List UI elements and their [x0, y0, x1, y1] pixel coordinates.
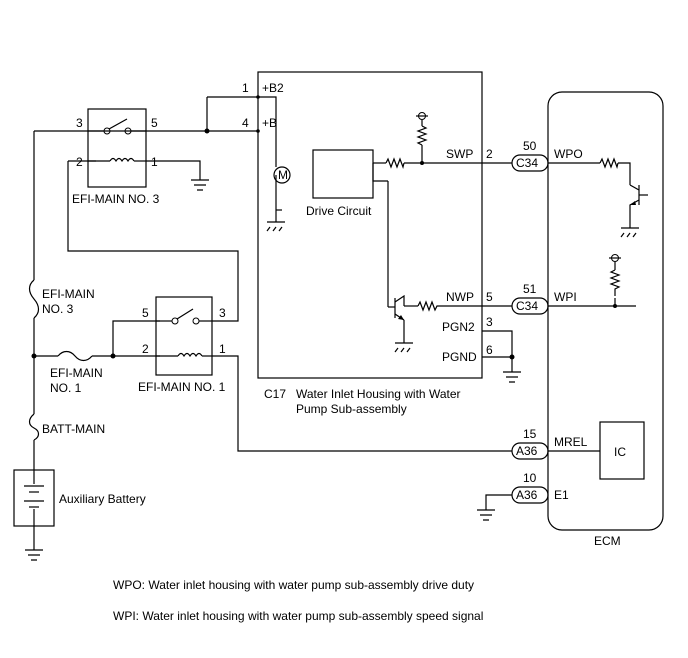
- connector-mrel: A36 15 MREL: [511, 427, 588, 460]
- fuse-batt-main: BATT-MAIN: [28, 413, 105, 441]
- relay3-pin1: 1: [151, 155, 158, 169]
- fuse-efi-main-no3: EFI-MAIN NO. 3: [28, 279, 95, 319]
- relay1-label: EFI-MAIN NO. 1: [138, 380, 226, 394]
- svg-text:E1: E1: [554, 488, 569, 502]
- wires: [33, 96, 636, 510]
- svg-text:SWP: SWP: [446, 147, 473, 161]
- svg-text:+B2: +B2: [262, 81, 284, 95]
- relay3-pin3: 3: [76, 116, 83, 130]
- ground-icon: [620, 215, 639, 238]
- svg-text:5: 5: [486, 290, 493, 304]
- relay1-pin1: 1: [219, 342, 226, 356]
- relay-efi-main-no3: 3 5 2 1 EFI-MAIN NO. 3: [72, 108, 160, 206]
- svg-text:A36: A36: [516, 488, 538, 502]
- svg-text:50: 50: [523, 139, 537, 153]
- power-supply-icon: [609, 254, 621, 262]
- ecm-module: IC ECM: [547, 91, 664, 548]
- ground-icon: [503, 369, 521, 383]
- note-wpo: WPO: Water inlet housing with water pump…: [113, 578, 475, 592]
- note-wpi: WPI: Water inlet housing with water pump…: [113, 609, 484, 623]
- fuse-efi-main-no1: EFI-MAIN NO. 1: [50, 350, 103, 395]
- svg-text:WPI: WPI: [554, 290, 577, 304]
- ic-label: IC: [614, 445, 626, 459]
- ground-icon: [191, 179, 209, 191]
- motor-icon: M: [273, 157, 291, 184]
- ground-icon: [25, 526, 43, 561]
- svg-text:Drive Circuit: Drive Circuit: [306, 204, 372, 218]
- transistor-icon: [629, 184, 648, 215]
- pump-title-line1: Water Inlet Housing with Water: [296, 387, 461, 401]
- relay3-pin2: 2: [76, 155, 83, 169]
- water-pump-assembly: 1 +B2 4 +B SWP 2 NWP 5 PGN2 3 PGND 6 M D…: [242, 71, 493, 416]
- transistor-icon: [394, 294, 405, 321]
- svg-text:MREL: MREL: [554, 435, 588, 449]
- svg-text:6: 6: [486, 343, 493, 357]
- svg-text:BATT-MAIN: BATT-MAIN: [42, 422, 105, 436]
- relay1-pin5: 5: [142, 306, 149, 320]
- power-supply-icon: [416, 112, 428, 120]
- svg-text:NWP: NWP: [446, 290, 474, 304]
- resistor-icon: [417, 300, 440, 312]
- svg-text:WPO: WPO: [554, 147, 583, 161]
- svg-text:PGND: PGND: [442, 350, 477, 364]
- svg-text:NO. 3: NO. 3: [42, 302, 74, 316]
- svg-text:NO. 1: NO. 1: [50, 381, 82, 395]
- connector-e1: A36 10 E1: [511, 471, 569, 504]
- svg-text:A36: A36: [516, 444, 538, 458]
- relay1-pin3: 3: [219, 306, 226, 320]
- svg-text:4: 4: [242, 116, 249, 130]
- svg-text:M: M: [278, 168, 288, 182]
- connector-wpo: C34 50 WPO: [511, 139, 583, 172]
- ground-icon: [266, 210, 285, 232]
- relay1-pin2: 2: [142, 342, 149, 356]
- ground-icon: [477, 509, 495, 521]
- relay3-label: EFI-MAIN NO. 3: [72, 192, 160, 206]
- ground-icon: [394, 342, 413, 353]
- svg-text:PGN2: PGN2: [442, 320, 475, 334]
- svg-text:15: 15: [523, 427, 537, 441]
- relay3-pin5: 5: [151, 116, 158, 130]
- auxiliary-battery: Auxiliary Battery: [13, 469, 146, 527]
- junction-dots: [31, 128, 515, 360]
- ecm-label: ECM: [594, 534, 621, 548]
- svg-text:+B: +B: [262, 116, 277, 130]
- svg-text:1: 1: [242, 81, 249, 95]
- svg-text:3: 3: [486, 315, 493, 329]
- svg-text:EFI-MAIN: EFI-MAIN: [50, 366, 103, 380]
- svg-text:10: 10: [523, 471, 537, 485]
- svg-text:EFI-MAIN: EFI-MAIN: [42, 287, 95, 301]
- svg-text:Auxiliary Battery: Auxiliary Battery: [59, 492, 146, 506]
- svg-text:51: 51: [523, 282, 537, 296]
- resistor-icon: [609, 269, 621, 296]
- connector-wpi: C34 51 WPI: [511, 282, 577, 315]
- svg-text:2: 2: [486, 147, 493, 161]
- ground-symbols: [25, 179, 639, 561]
- resistor-icon: [385, 157, 405, 170]
- resistor-icon: [416, 120, 428, 146]
- pump-title-line2: Pump Sub-assembly: [296, 402, 407, 416]
- resistor-icon: [599, 157, 619, 170]
- pump-connector-code: C17: [264, 387, 286, 401]
- svg-text:C34: C34: [516, 299, 538, 313]
- svg-text:C34: C34: [516, 156, 538, 170]
- relay-efi-main-no1: 5 3 2 1 EFI-MAIN NO. 1: [138, 296, 226, 394]
